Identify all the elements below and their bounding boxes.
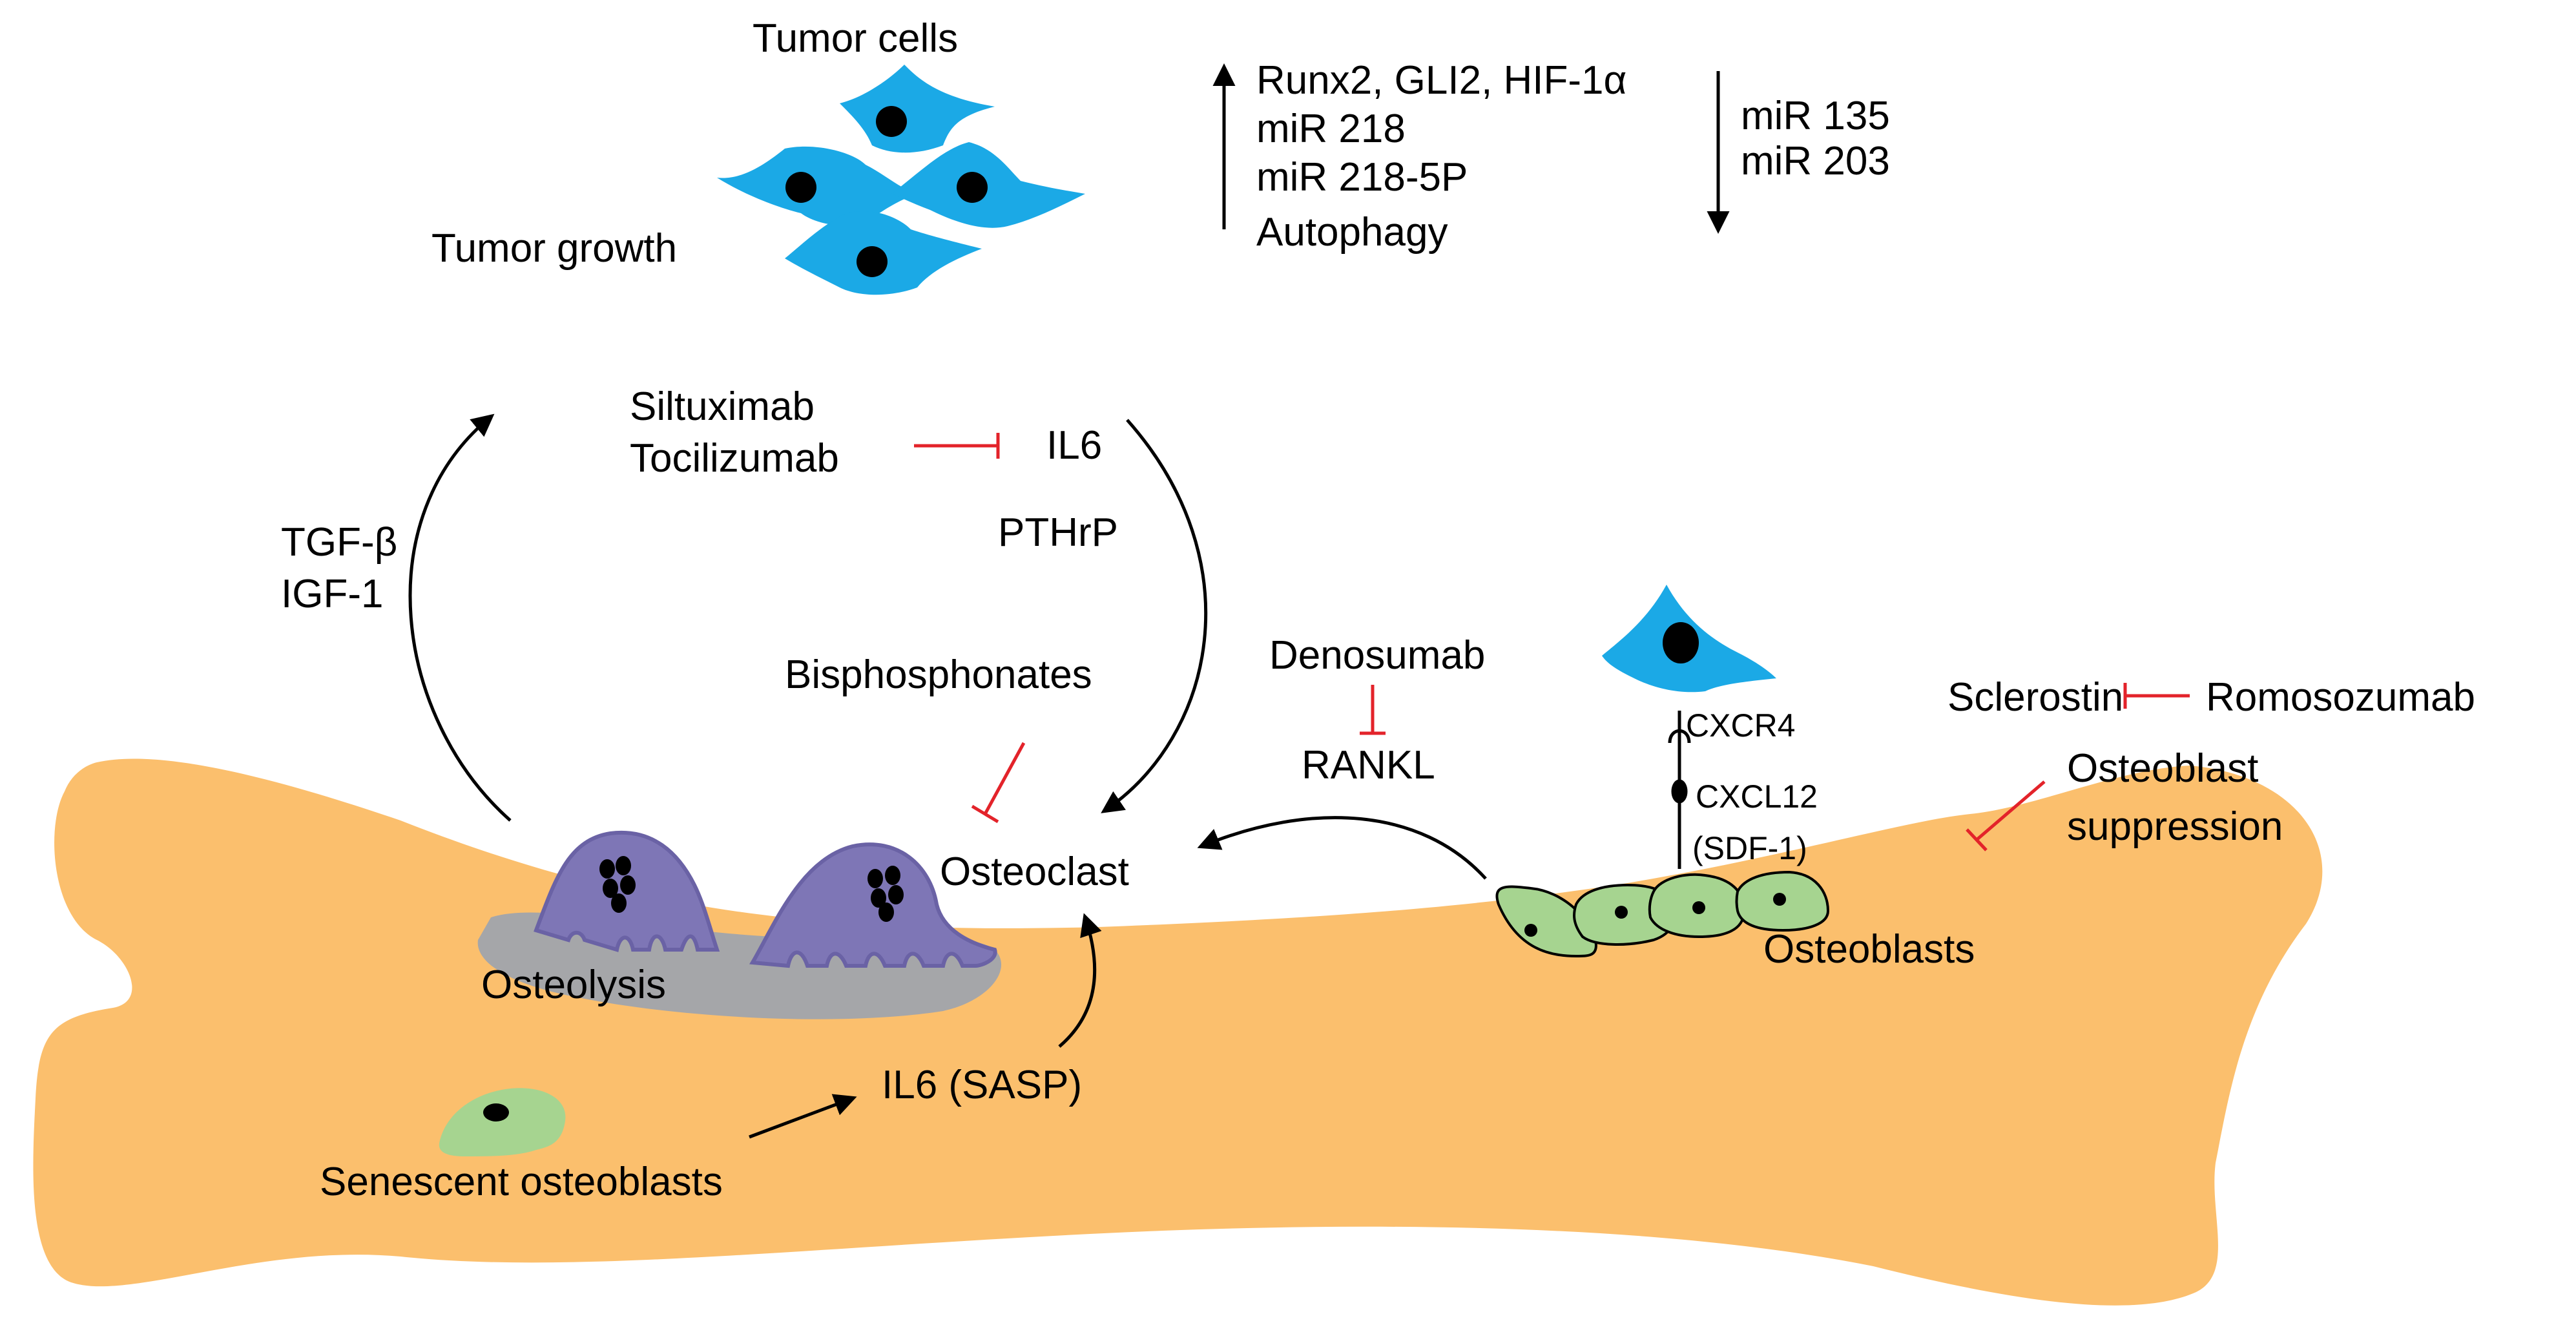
sasp-to-osteoclast-arrow [1058,913,1102,1048]
bisphosphonate-inhibit-bar [971,804,999,824]
label-rankl: RANKL [1302,743,1435,788]
osteoblasts-cluster [1495,870,1830,958]
label-sdf1: (SDF-1) [1692,830,1807,866]
osteoblast-suppression-line [1975,780,2046,841]
label-sclerostin: Sclerostin [1948,675,2123,720]
il6-pthrp-arrow [1101,419,1208,813]
osteoblast-suppression-bar [1966,828,1988,851]
senescent-osteoblast-cell [439,1088,566,1156]
label-down-genes-1: miR 135 [1741,94,1890,138]
label-osteoblasts: Osteoblasts [1763,927,1975,972]
osteoclast-nuclei-1 [599,856,636,913]
tumor-cell-single [1602,585,1776,693]
label-pthrp: PTHrP [998,510,1118,555]
label-il6: IL6 [1046,423,1102,468]
tumor-cell-top [840,65,995,153]
osteoclast-nuclei-2 [867,866,904,922]
tumor-cell-right [891,142,1085,228]
label-up-genes-1: Runx2, GLI2, HIF-1α [1256,58,1626,103]
cxcr4-receptor-cup [1668,729,1691,744]
label-igf1: IGF-1 [281,572,383,616]
label-bisphosphonates: Bisphosphonates [785,652,1092,697]
label-osteolysis: Osteolysis [481,963,666,1007]
cxcl12-ligand [1671,779,1688,804]
label-il6-sasp: IL6 (SASP) [882,1063,1082,1107]
label-tgf-beta: TGF-β [281,520,397,565]
tgf-igf-arrow [408,413,512,822]
label-siltuximab: Siltuximab [630,384,815,429]
bisphosphonate-inhibit-line [983,742,1026,815]
label-down-genes-2: miR 203 [1741,139,1890,183]
label-tocilizumab: Tocilizumab [630,436,839,481]
label-cxcr4: CXCR4 [1686,707,1795,744]
label-cxcl12: CXCL12 [1696,778,1818,815]
tumor-cell-left [717,146,917,226]
label-osteoclast: Osteoclast [940,850,1129,894]
label-osteoblast-suppression-2: suppression [2067,804,2283,849]
senescent-to-sasp-arrow [749,1094,857,1139]
osteoblast-to-osteoclast-arrow [1197,816,1487,880]
label-tumor-growth: Tumor growth [431,226,677,271]
label-senescent-osteoblasts: Senescent osteoblasts [320,1160,723,1204]
tumor-cells-cluster [717,65,1085,295]
label-up-genes-3: miR 218-5P [1256,155,1468,200]
label-up-genes-4: Autophagy [1256,210,1448,255]
label-denosumab: Denosumab [1269,633,1485,678]
label-romosozumab: Romosozumab [2206,675,2475,720]
label-up-genes-2: miR 218 [1256,107,1406,151]
label-tumor-cells: Tumor cells [753,16,958,61]
label-osteoblast-suppression-1: Osteoblast [2067,746,2258,791]
